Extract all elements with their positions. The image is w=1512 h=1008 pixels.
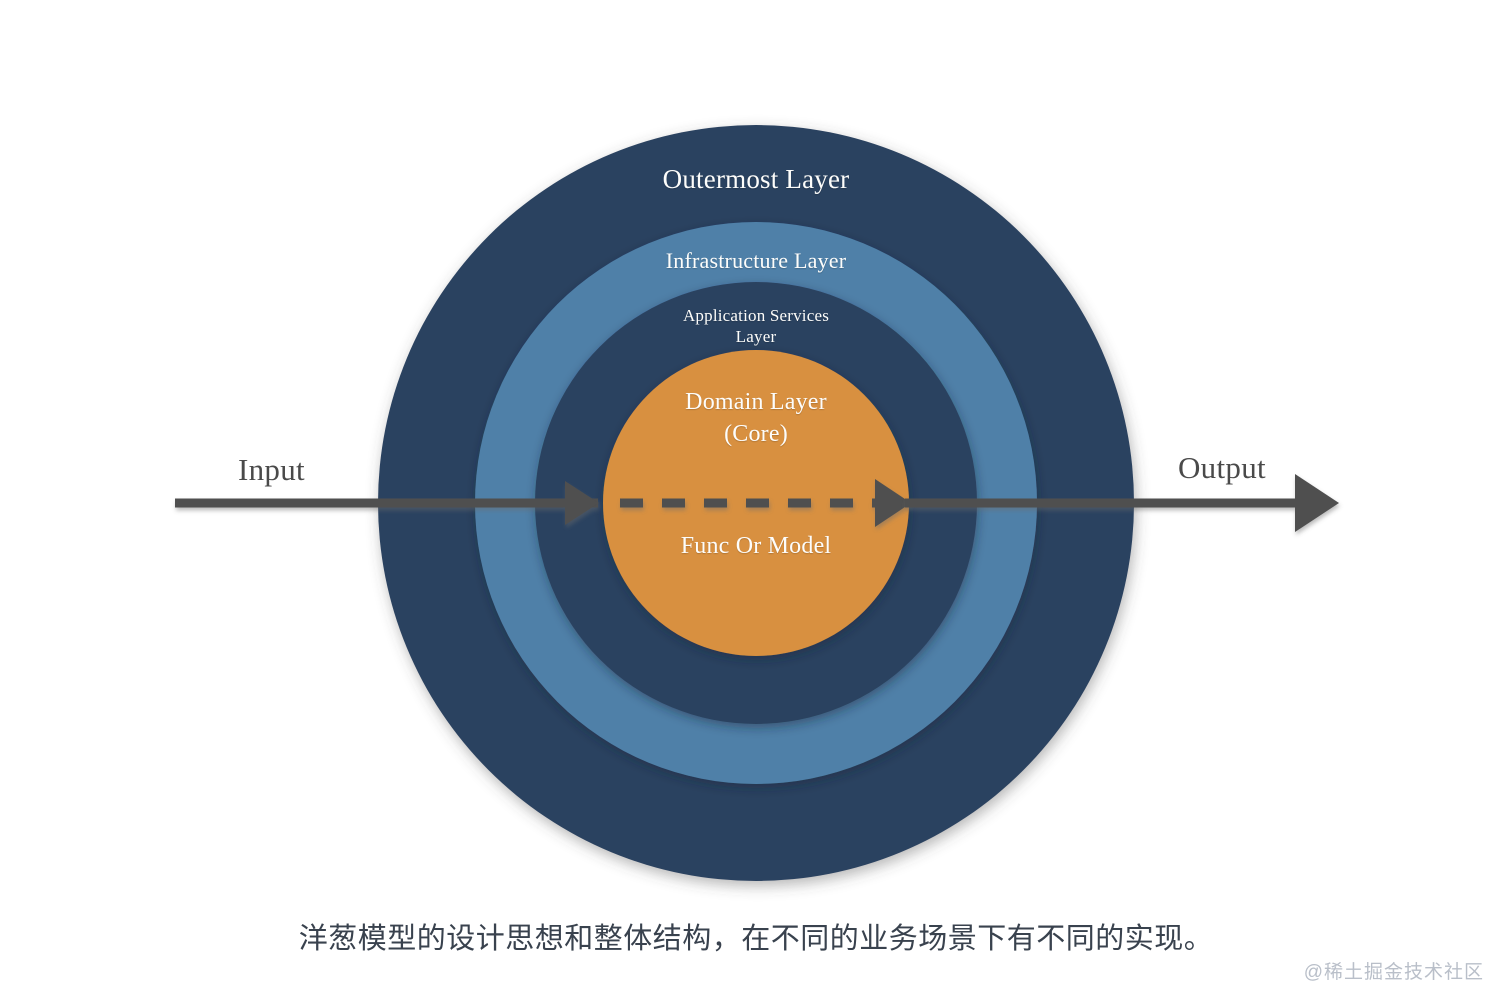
label-domain-layer-core: Domain Layer (Core) (685, 389, 827, 447)
caption-text: 洋葱模型的设计思想和整体结构，在不同的业务场景下有不同的实现。 (298, 923, 1214, 955)
label-infrastructure-layer: Infrastructure Layer (665, 248, 847, 273)
label-func-or-model: Func Or Model (680, 533, 832, 559)
label-output: Output (1178, 450, 1266, 485)
output-flow-arrow (905, 474, 1339, 532)
label-outermost-layer: Outermost Layer (662, 164, 850, 194)
watermark: @稀土掘金技术社区 (1303, 962, 1484, 983)
core-dashed-arrow (620, 479, 911, 527)
input-flow-arrow (175, 481, 599, 525)
label-input: Input (238, 452, 305, 487)
label-application-services-layer: Application Services Layer (682, 306, 830, 347)
